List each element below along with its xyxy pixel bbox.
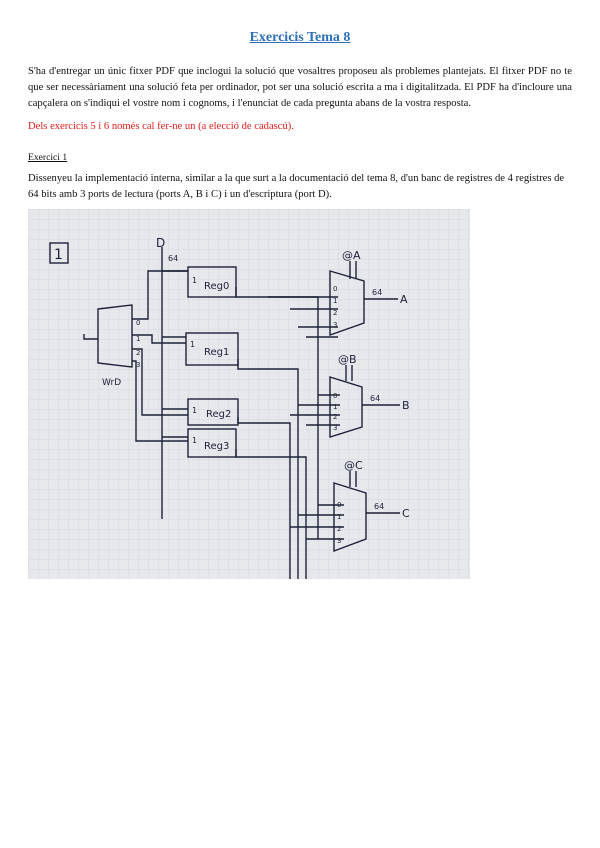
mux-c (333, 482, 367, 553)
mux-c-in-3: 3 (337, 537, 341, 545)
reg3-label: Reg3 (204, 441, 229, 452)
mux-a-in-2: 2 (333, 309, 337, 317)
mux-c-in-0: 0 (337, 501, 341, 509)
mux-c-output: C (402, 507, 410, 520)
register-0 (187, 266, 237, 298)
register-2 (187, 398, 239, 426)
mux-b (329, 376, 363, 438)
mux-a-width: 64 (372, 288, 382, 297)
mux-b-in-3: 3 (333, 424, 337, 432)
box-number: 1 (54, 247, 63, 263)
decoder-out-2: 2 (136, 349, 140, 357)
mux-a-output: A (400, 293, 408, 306)
reg1-label: Reg1 (204, 347, 229, 358)
mux-c-width: 64 (374, 502, 384, 511)
mux-b-output: B (402, 399, 410, 412)
register-3 (187, 428, 237, 458)
mux-a-in-1: 1 (333, 297, 337, 305)
decoder-out-0: 0 (136, 319, 140, 327)
mux-c-in-2: 2 (337, 525, 341, 533)
reg0-label: Reg0 (204, 281, 229, 292)
mux-c-select: @C (344, 459, 363, 472)
document-title: Exercicis Tema 8 (249, 30, 351, 45)
reg2-enable: 1 (192, 406, 197, 415)
multiplexers (329, 270, 367, 553)
decoder-label: WrD (102, 378, 121, 388)
box-number-frame (49, 242, 69, 264)
decoder-out-3: 3 (136, 361, 140, 369)
mux-a-select: @A (342, 249, 361, 262)
reg1-enable: 1 (190, 340, 195, 349)
red-note: Dels exercicis 5 i 6 només cal fer-ne un… (28, 121, 294, 132)
register-1 (185, 332, 239, 366)
reg0-enable: 1 (192, 276, 197, 285)
register-file-diagram: 1 D 64 WrD 0 1 2 3 1 Reg0 1 Reg1 1 Reg2 … (28, 209, 470, 579)
mux-b-select: @B (338, 353, 357, 366)
exercise-heading: Exercici 1 (28, 152, 68, 163)
intro-paragraph: S'ha d'entregar un únic fitxer PDF que i… (28, 66, 572, 109)
handwritten-diagram-photo: 1 D 64 WrD 0 1 2 3 1 Reg0 1 Reg1 1 Reg2 … (28, 209, 470, 579)
d-input-label: D (156, 236, 165, 250)
mux-c-in-1: 1 (337, 513, 341, 521)
reg2-label: Reg2 (206, 409, 231, 420)
mux-b-in-0: 0 (333, 392, 337, 400)
exercise-statement: Dissenyeu la implementació interna, simi… (28, 173, 565, 200)
registers (185, 266, 239, 458)
reg3-enable: 1 (192, 436, 197, 445)
mux-b-width: 64 (370, 394, 380, 403)
mux-a-in-0: 0 (333, 285, 337, 293)
mux-a (329, 270, 365, 336)
mux-input-numbers: 0 1 2 3 0 1 2 3 0 1 2 3 (333, 285, 341, 545)
mux-b-in-2: 2 (333, 413, 337, 421)
mux-b-in-1: 1 (333, 403, 337, 411)
grid-paper (28, 209, 470, 579)
d-bus-width: 64 (168, 254, 178, 263)
decoder-out-1: 1 (136, 335, 140, 343)
mux-a-in-3: 3 (333, 321, 337, 329)
